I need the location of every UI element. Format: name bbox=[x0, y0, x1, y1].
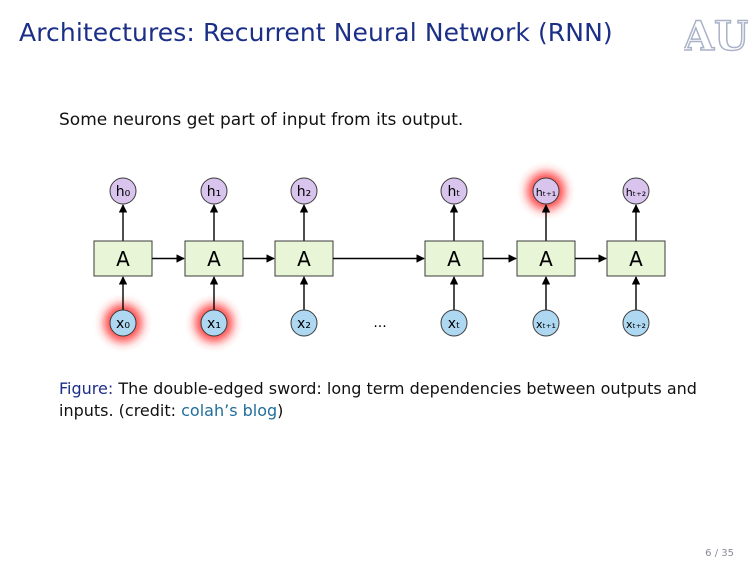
output-node bbox=[622, 177, 650, 205]
rnn-cell-label: A bbox=[207, 247, 221, 271]
output-node bbox=[532, 177, 560, 205]
output-label: hₜ bbox=[447, 184, 460, 200]
ellipsis: ... bbox=[373, 315, 386, 331]
input-label: xₜ bbox=[448, 316, 460, 332]
rnn-cell bbox=[184, 240, 244, 277]
body-text: Some neurons get part of input from its … bbox=[59, 110, 464, 130]
rnn-cell bbox=[274, 240, 334, 277]
input-node bbox=[290, 309, 318, 337]
rnn-cell-label: A bbox=[447, 247, 461, 271]
output-node bbox=[440, 177, 468, 205]
input-label: x₂ bbox=[297, 316, 311, 332]
rnn-cell-label: A bbox=[629, 247, 643, 271]
caption-text: The double-edged sword: long term depend… bbox=[59, 379, 697, 420]
auburn-logo-icon: AU bbox=[684, 12, 748, 61]
input-label: x₀ bbox=[116, 316, 130, 332]
output-node bbox=[290, 177, 318, 205]
caption-text-end: ) bbox=[277, 401, 284, 420]
input-node bbox=[109, 309, 137, 337]
output-node bbox=[200, 177, 228, 205]
input-node bbox=[200, 309, 228, 337]
output-node bbox=[109, 177, 137, 205]
input-label: x₁ bbox=[207, 316, 221, 332]
rnn-cell-label: A bbox=[297, 247, 311, 271]
input-node bbox=[622, 309, 650, 337]
rnn-cell bbox=[606, 240, 666, 277]
rnn-cell bbox=[516, 240, 576, 277]
output-label: h₂ bbox=[297, 184, 312, 200]
input-label: xₜ₊₁ bbox=[536, 318, 556, 331]
output-label: hₜ₊₂ bbox=[626, 186, 646, 199]
output-label: h₀ bbox=[116, 184, 131, 200]
output-label: hₜ₊₁ bbox=[536, 186, 556, 199]
colah-blog-link[interactable]: colah’s blog bbox=[181, 401, 278, 420]
rnn-cell bbox=[424, 240, 484, 277]
rnn-cell bbox=[93, 240, 153, 277]
figure-caption: Figure: The double-edged sword: long ter… bbox=[59, 378, 709, 422]
rnn-cell-label: A bbox=[116, 247, 130, 271]
input-label: xₜ₊₂ bbox=[626, 318, 646, 331]
input-node bbox=[440, 309, 468, 337]
slide-title: Architectures: Recurrent Neural Network … bbox=[19, 18, 613, 47]
figure-label: Figure: bbox=[59, 379, 114, 398]
rnn-cell-label: A bbox=[539, 247, 553, 271]
page-number: 6 / 35 bbox=[705, 548, 734, 559]
output-label: h₁ bbox=[207, 184, 222, 200]
logo-text: AU bbox=[684, 13, 748, 60]
input-node bbox=[532, 309, 560, 337]
